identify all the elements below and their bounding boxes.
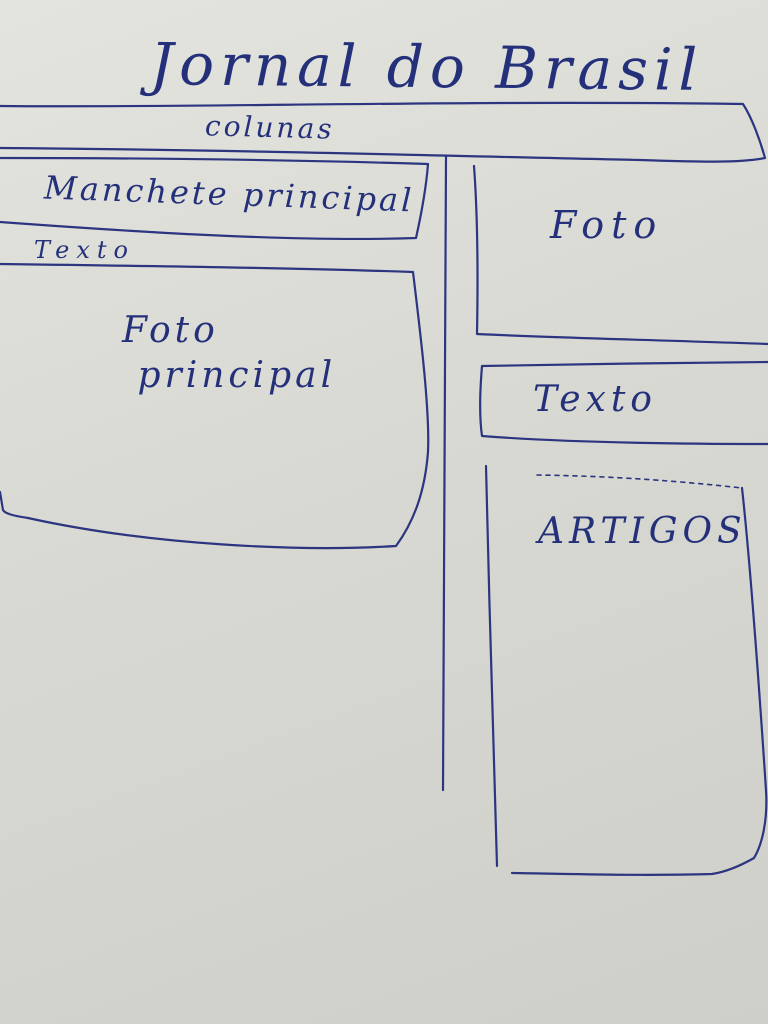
photo-box-label: Foto	[550, 203, 664, 247]
text-box-label: Texto	[533, 379, 657, 420]
photo-box-outline	[472, 164, 768, 346]
main-photo-box-outline	[0, 262, 430, 550]
columns-bar-label: colunas	[204, 109, 336, 146]
column-divider-line	[441, 154, 448, 792]
articles-box-outline	[484, 464, 768, 876]
newspaper-title: Jornal do Brasil	[149, 30, 704, 104]
headline-box-outline	[0, 156, 430, 241]
articles-box-label: ARTIGOS	[538, 511, 747, 552]
articles-box-dashed-top	[536, 474, 743, 489]
main-photo-label: Foto principal	[122, 310, 337, 396]
text-box-outline	[479, 360, 768, 446]
text-left-label: Texto	[34, 236, 135, 264]
columns-bar-outline	[0, 101, 767, 163]
